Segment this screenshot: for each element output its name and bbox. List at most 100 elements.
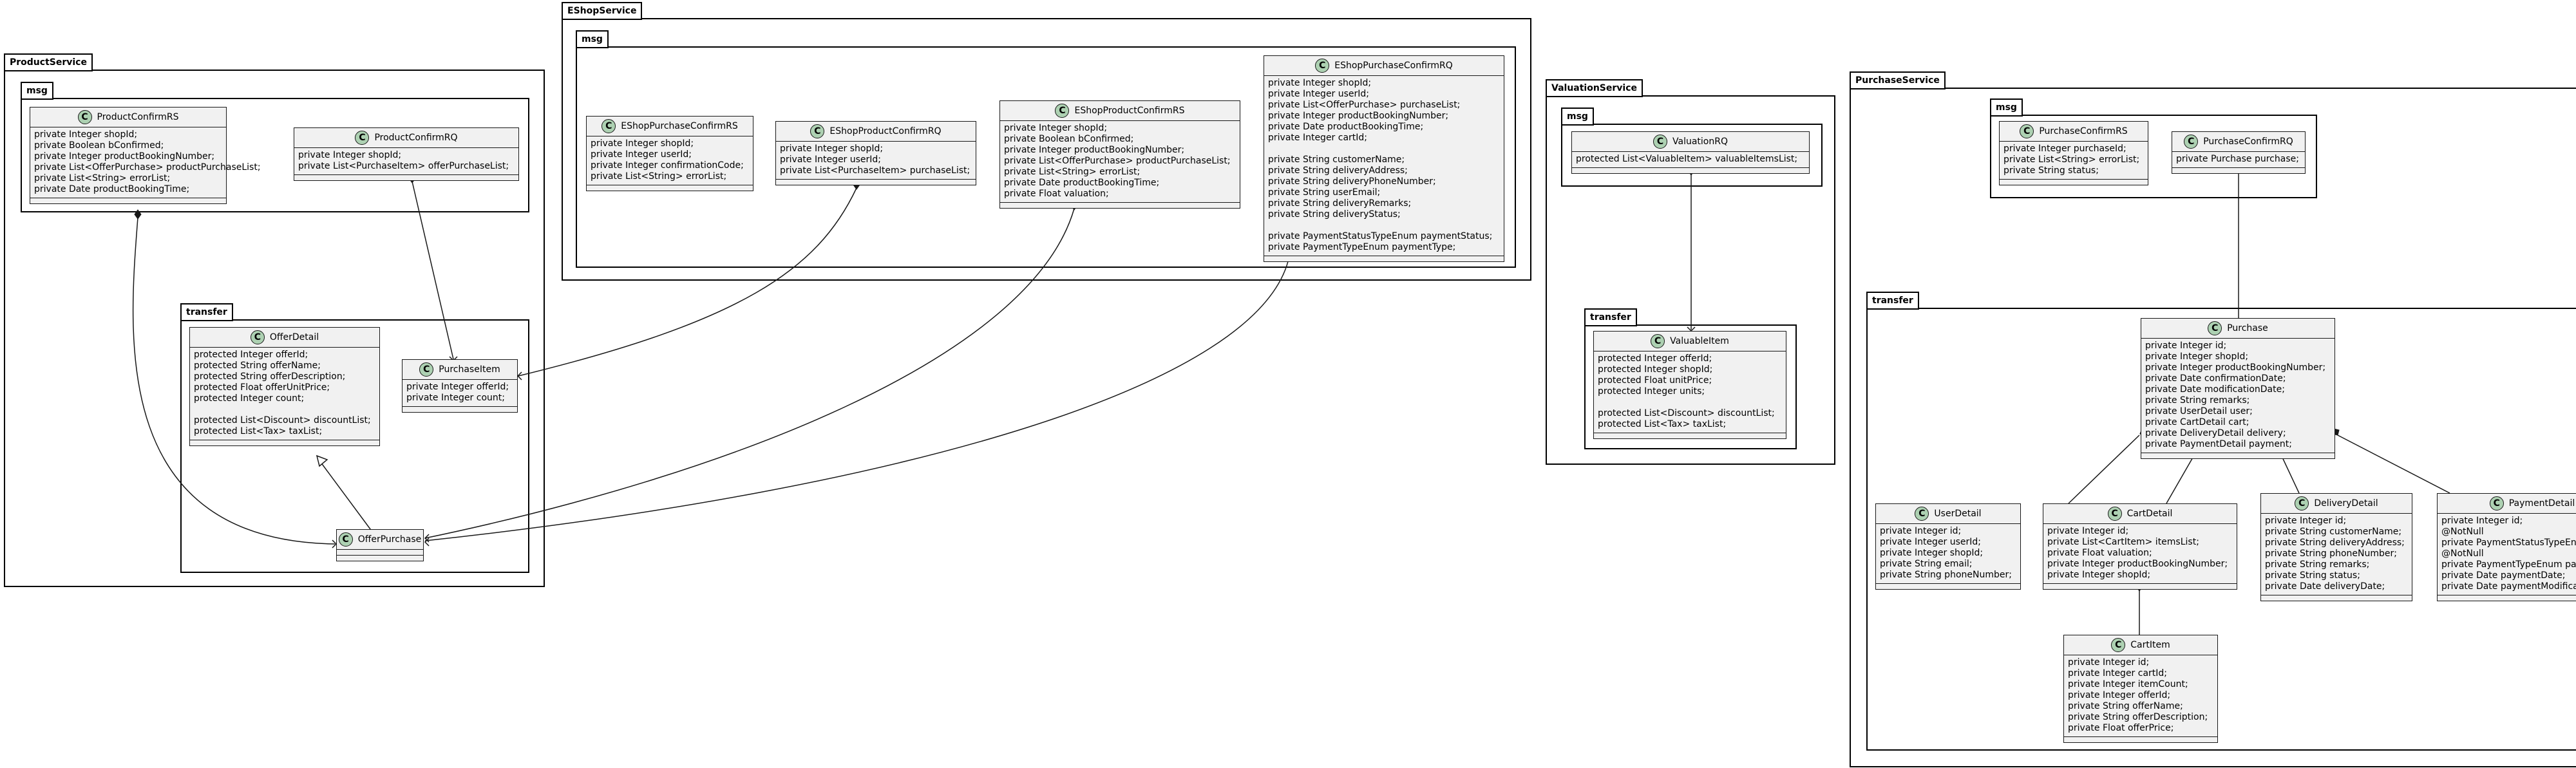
class-name: PurchaseItem: [439, 364, 500, 375]
class-field: private List<String> errorList;: [34, 173, 171, 183]
class-icon: C: [2489, 496, 2504, 510]
class-field: private Purchase purchase;: [2176, 154, 2299, 164]
class-name: CartItem: [2130, 640, 2170, 650]
class-name: OfferDetail: [269, 332, 319, 342]
class-field: private Integer shopId;: [1268, 78, 1372, 88]
class-field: private String phoneNumber;: [2265, 548, 2397, 559]
class-field: protected String offerName;: [194, 361, 321, 371]
class-fields: private Integer id;private String custom…: [2261, 514, 2412, 595]
class-field: private Integer userId;: [591, 149, 692, 160]
class-field: private Date modificationDate;: [2145, 384, 2285, 395]
class-field: private String offerDescription;: [2068, 712, 2208, 722]
class-icon: C: [2107, 507, 2122, 521]
class-field: private Integer productBookingNumber;: [2145, 362, 2326, 373]
class-field: protected List<Discount> discountList;: [1598, 408, 1775, 418]
package-title: transfer: [1866, 292, 1919, 310]
package-title: msg: [1990, 98, 2023, 117]
link-productconfirmrq-purchaseitem: [412, 181, 454, 360]
class-icon: C: [1653, 135, 1667, 149]
class-field: private String deliveryRemarks;: [1268, 198, 1412, 209]
class-field: protected Integer count;: [194, 393, 305, 404]
class-field: protected List<Tax> taxList;: [194, 426, 323, 436]
class-field: private Integer confirmationCode;: [591, 160, 744, 171]
class-field: private List<String> errorList;: [2003, 155, 2140, 165]
class-field: private Integer cartId;: [1268, 133, 1368, 143]
class-field: private List<OfferPurchase> productPurch…: [34, 162, 261, 173]
inheritance-triangle: [316, 454, 328, 467]
package-title: ValuationService: [1546, 79, 1643, 97]
class-fields: private Integer id;private Integer shopI…: [2141, 339, 2334, 453]
class-field: private Integer offerId;: [406, 382, 509, 392]
field-separator: [1268, 220, 1500, 231]
class-fields: private Integer offerId;private Integer …: [402, 380, 517, 406]
class-fields: private Integer id;private List<CartItem…: [2043, 524, 2237, 583]
link-eshopproductconfirmrq-purchaseitem: [518, 187, 857, 377]
class-fields: private Integer shopId;private Boolean b…: [1000, 121, 1240, 202]
class-field: private Integer offerId;: [2068, 690, 2171, 700]
class-field: private Integer productBookingNumber;: [1004, 145, 1185, 155]
class-icon: C: [810, 124, 825, 138]
class-fields: private Integer shopId;private List<Purc…: [294, 148, 518, 174]
class-methods: [337, 555, 423, 561]
package-title: EShopService: [562, 2, 643, 20]
class-field: private String phoneNumber;: [1880, 570, 2012, 580]
class-field: private Integer shopId;: [1004, 123, 1108, 133]
class-name: PurchaseConfirmRS: [2039, 126, 2128, 136]
class-icon: C: [2184, 135, 2199, 149]
link-purchase-paymentdetail: [2337, 435, 2450, 494]
class-methods: [2000, 179, 2148, 185]
class-field: private Date deliveryDate;: [2265, 581, 2385, 592]
class-field: protected List<Tax> taxList;: [1598, 419, 1727, 429]
class-field: protected List<Discount> discountList;: [194, 415, 371, 426]
class-icon: C: [1915, 507, 1929, 521]
class-field: private Integer purchaseId;: [2003, 144, 2126, 154]
class-field: private Integer userId;: [1880, 537, 1982, 547]
class-field: private Integer userId;: [1268, 89, 1370, 99]
class-icon: C: [2208, 321, 2222, 335]
class-methods: [1264, 256, 1504, 261]
class-name: OfferPurchase: [357, 534, 422, 545]
class-field: private List<String> errorList;: [1004, 167, 1141, 177]
link-eshopproductconfirmrs-offerpurchase: [424, 208, 1075, 539]
class-field: protected Integer shopId;: [1598, 364, 1713, 375]
class-icon: C: [2020, 124, 2034, 138]
class-field: private Integer productBookingNumber;: [1268, 111, 1449, 121]
class-field: private Float valuation;: [2047, 548, 2152, 558]
field-separator: [194, 404, 375, 415]
class-field: private String customerName;: [2265, 527, 2402, 537]
class-fields: protected Integer offerId;protected Inte…: [1594, 351, 1786, 433]
class-methods: [190, 440, 379, 445]
class-methods: [2438, 595, 2576, 601]
class-field: private Integer shopId;: [298, 150, 402, 160]
class-purchaseconfirmrs: C PurchaseConfirmRS private Integer purch…: [1999, 121, 2148, 185]
class-icon: C: [1055, 104, 1070, 118]
class-icon: C: [1651, 334, 1665, 348]
class-name: PaymentDetail: [2508, 498, 2575, 509]
class-field: private List<OfferPurchase> productPurch…: [1004, 156, 1231, 166]
package-title: msg: [1561, 108, 1594, 126]
link-purchase-cartdetail: [2166, 451, 2197, 504]
class-field: private Float offerPrice;: [2068, 723, 2174, 733]
class-methods: [294, 174, 518, 180]
class-field: private String offerName;: [2068, 701, 2183, 711]
class-methods: [30, 198, 226, 203]
class-field: private String userEmail;: [1268, 187, 1381, 198]
class-field: private Integer id;: [2047, 526, 2129, 536]
class-field: private List<String> errorList;: [591, 171, 727, 182]
class-field: protected Integer offerId;: [194, 350, 308, 360]
class-fields: private Integer shopId;private Boolean b…: [30, 127, 261, 198]
class-field: private Date productBookingTime;: [1268, 122, 1424, 132]
class-field: private Integer shopId;: [591, 138, 694, 149]
class-field: protected List<ValuableItem> valuableIte…: [1576, 154, 1798, 164]
class-field: private PaymentTypeEnum paymentType;: [2441, 559, 2576, 570]
class-icon: C: [250, 330, 265, 344]
class-icon: C: [2295, 496, 2309, 510]
arrowhead-offerpurchase-right-2: [424, 538, 430, 547]
class-methods: [2172, 167, 2305, 173]
